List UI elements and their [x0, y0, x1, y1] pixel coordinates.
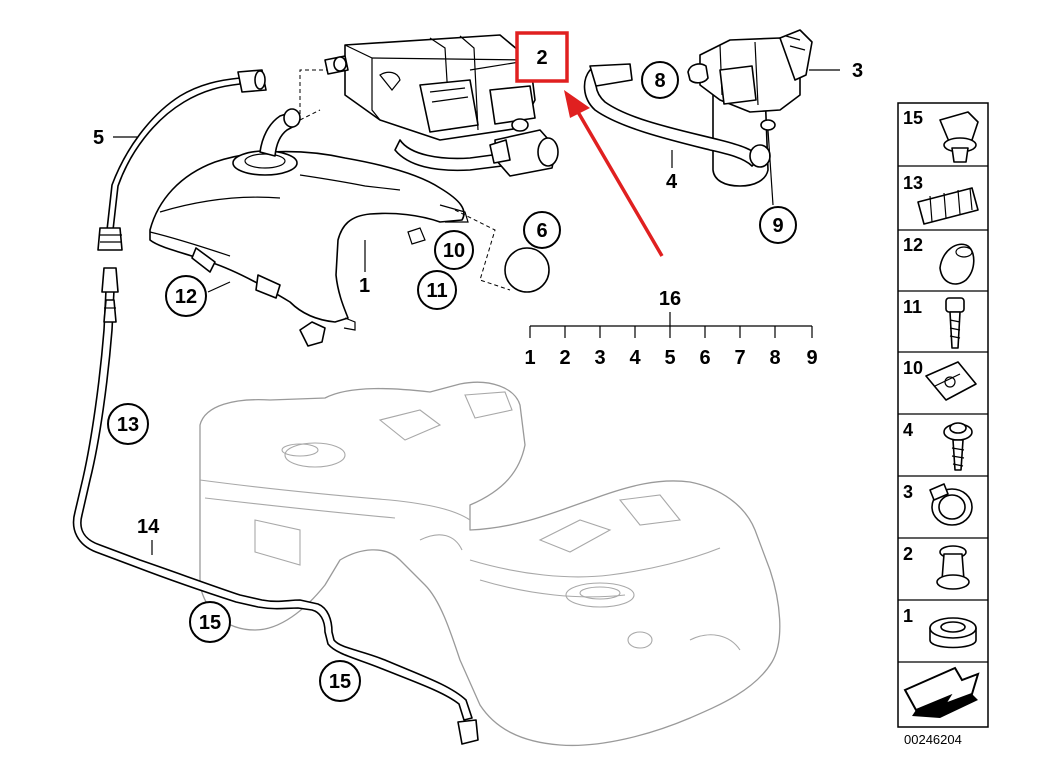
circled-callout-15: 15: [189, 601, 231, 643]
callout-14: 14: [137, 516, 160, 538]
svg-text:15: 15: [199, 612, 221, 634]
panel-label-2: 2: [903, 544, 913, 564]
callout-5: 5: [93, 127, 104, 149]
panel-label-10: 10: [903, 358, 923, 378]
kit-child-label: 2: [559, 347, 570, 369]
carbon-canister: [324, 34, 559, 177]
callout-4: 4: [666, 171, 678, 193]
circled-callout-6: 6: [523, 211, 561, 249]
small-fuel-tank-part-1: [149, 108, 469, 347]
kit-child-label: 3: [594, 347, 605, 369]
kit-parent-label: 16: [659, 288, 681, 310]
panel-label-1: 1: [903, 606, 913, 626]
highlight-callout-2: 2: [515, 31, 569, 83]
spring-nut-icon: [925, 361, 977, 401]
svg-text:12: 12: [175, 286, 197, 308]
line-clip-icon: [917, 187, 979, 225]
kit-child-label: 5: [664, 347, 675, 369]
kit-child-label: 4: [629, 347, 641, 369]
kit-child-label: 6: [699, 347, 710, 369]
front-direction-arrow-icon: [903, 666, 980, 718]
hose-clamp-icon: [929, 483, 973, 526]
push-clip-icon: [939, 111, 979, 163]
svg-text:11: 11: [426, 280, 447, 302]
panel-label-12: 12: [903, 235, 923, 255]
svg-text:10: 10: [443, 240, 465, 262]
fuel-tank-outline: [199, 381, 781, 747]
circled-callout-13: 13: [107, 403, 149, 445]
parts-panel: 15 13 12 11 10: [897, 102, 989, 728]
sealing-ring-part-6: [504, 247, 550, 293]
grommet-sleeve-icon: [936, 545, 970, 590]
kit-child-label: 8: [769, 347, 780, 369]
highlight-box: [515, 31, 569, 83]
circled-callout-10: 10: [434, 230, 474, 270]
panel-label-4: 4: [903, 420, 913, 440]
kit-breakdown-tree: 16 1 2 3 4 5 6 7 8 9: [524, 288, 817, 369]
grommet-cone-icon: [939, 243, 975, 285]
callout-2: 2: [536, 47, 547, 69]
svg-text:13: 13: [117, 414, 139, 436]
rubber-ring-icon: [929, 617, 977, 649]
circled-callout-12: 12: [165, 275, 207, 317]
hex-bolt-icon: [945, 297, 965, 349]
screw-washer-icon: [943, 422, 973, 471]
diagram-id: 00246204: [904, 732, 962, 747]
kit-child-label: 9: [806, 347, 817, 369]
purge-valve: [583, 29, 813, 187]
svg-text:8: 8: [654, 70, 665, 92]
svg-text:15: 15: [329, 671, 351, 693]
panel-label-15: 15: [903, 108, 923, 128]
panel-label-11: 11: [903, 297, 922, 317]
panel-label-3: 3: [903, 482, 913, 502]
circled-callout-15: 15: [319, 660, 361, 702]
svg-text:9: 9: [772, 215, 783, 237]
svg-text:6: 6: [536, 220, 547, 242]
circled-callout-11: 11: [417, 270, 457, 310]
kit-child-label: 1: [524, 347, 535, 369]
callout-1: 1: [359, 275, 370, 297]
kit-child-label: 7: [734, 347, 745, 369]
circled-callout-9: 9: [759, 206, 797, 244]
circled-callout-8: 8: [641, 61, 679, 99]
callout-3: 3: [852, 60, 863, 82]
panel-label-13: 13: [903, 173, 923, 193]
fuel-lines: [72, 69, 479, 745]
highlight-arrow: [564, 90, 664, 257]
